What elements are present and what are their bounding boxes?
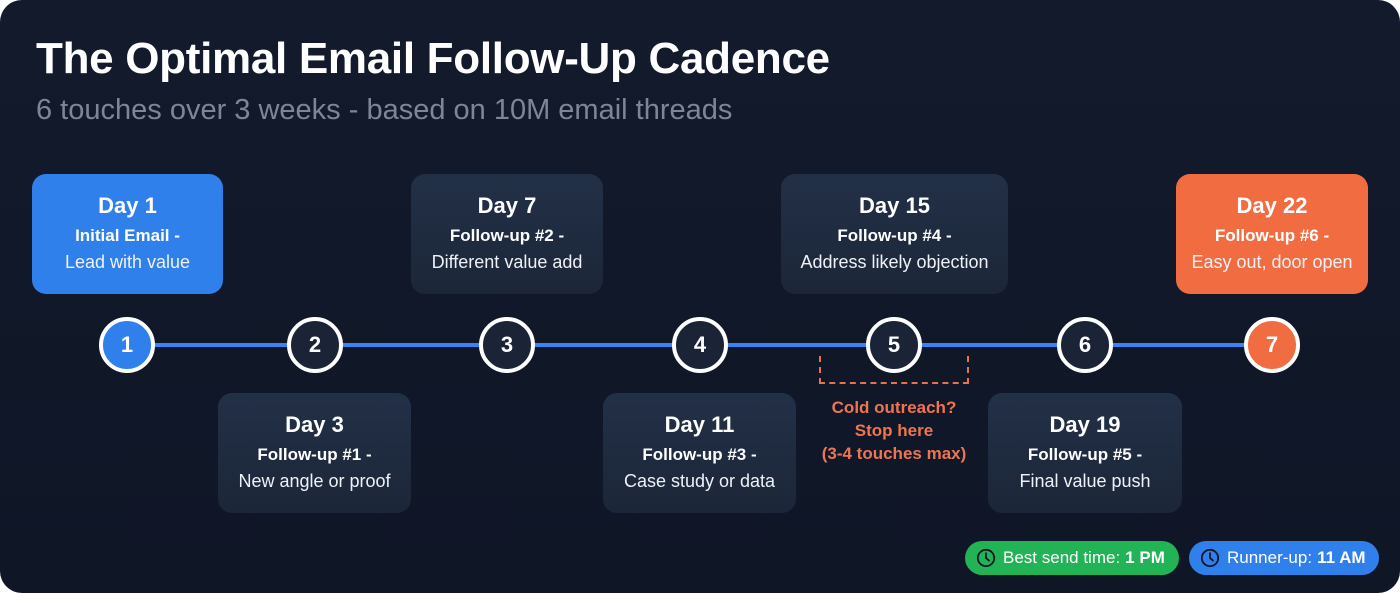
step-node-6: 6 [1057, 317, 1113, 373]
step-label: Follow-up #3 - [642, 445, 757, 464]
badge-value: 11 AM [1317, 548, 1366, 567]
step-node-5: 5 [866, 317, 922, 373]
step-desc: Final value push [1019, 471, 1151, 491]
step-node-4: 4 [672, 317, 728, 373]
step-label: Follow-up #1 - [257, 445, 372, 464]
page-title: The Optimal Email Follow-Up Cadence [36, 34, 830, 83]
callout-line-2: Stop here [854, 421, 934, 440]
step-node-2: 2 [287, 317, 343, 373]
step-day: Day 11 [664, 412, 735, 437]
step-day: Day 15 [859, 193, 930, 218]
badge-value: 1 PM [1125, 548, 1165, 567]
callout-line-1: Cold outreach? [831, 398, 957, 417]
step-card-day-22: Day 22 Follow-up #6 - Easy out, door ope… [1176, 174, 1368, 294]
step-desc: Easy out, door open [1191, 252, 1353, 272]
stop-here-bracket [819, 356, 969, 384]
step-label: Follow-up #4 - [837, 226, 952, 245]
badge-label: Runner-up: [1227, 548, 1313, 567]
step-desc: Address likely objection [800, 252, 989, 272]
step-desc: Lead with value [64, 252, 191, 272]
step-day: Day 3 [285, 412, 344, 437]
step-label: Initial Email - [75, 226, 180, 245]
step-card-day-3: Day 3 Follow-up #1 - New angle or proof [218, 393, 411, 513]
step-day: Day 1 [98, 193, 157, 218]
step-node-7: 7 [1244, 317, 1300, 373]
cold-outreach-callout: Cold outreach? Stop here (3-4 touches ma… [794, 396, 994, 465]
step-desc: New angle or proof [238, 471, 391, 491]
step-label: Follow-up #2 - [449, 226, 565, 245]
runner-up-badge: Runner-up: 11 AM [1189, 541, 1379, 575]
step-label: Follow-up #5 - [1027, 445, 1143, 464]
step-card-day-1: Day 1 Initial Email - Lead with value [32, 174, 223, 294]
clock-icon [1200, 548, 1220, 568]
step-desc: Different value add [431, 252, 583, 272]
callout-line-3: (3-4 touches max) [821, 444, 967, 463]
badge-label: Best send time: [1003, 548, 1121, 567]
step-card-day-7: Day 7 Follow-up #2 - Different value add [411, 174, 603, 294]
step-day: Day 7 [477, 193, 537, 218]
step-day: Day 19 [1049, 412, 1121, 437]
clock-icon [976, 548, 996, 568]
page-subtitle: 6 touches over 3 weeks - based on 10M em… [36, 94, 733, 126]
step-card-day-15: Day 15 Follow-up #4 - Address likely obj… [781, 174, 1008, 294]
step-node-1: 1 [99, 317, 155, 373]
step-day: Day 22 [1236, 193, 1308, 218]
step-desc: Case study or data [623, 471, 776, 491]
best-send-time-badge: Best send time: 1 PM [965, 541, 1179, 575]
step-label: Follow-up #6 - [1214, 226, 1330, 245]
step-node-3: 3 [479, 317, 535, 373]
step-card-day-11: Day 11 Follow-up #3 - Case study or data [603, 393, 796, 513]
step-card-day-19: Day 19 Follow-up #5 - Final value push [988, 393, 1182, 513]
